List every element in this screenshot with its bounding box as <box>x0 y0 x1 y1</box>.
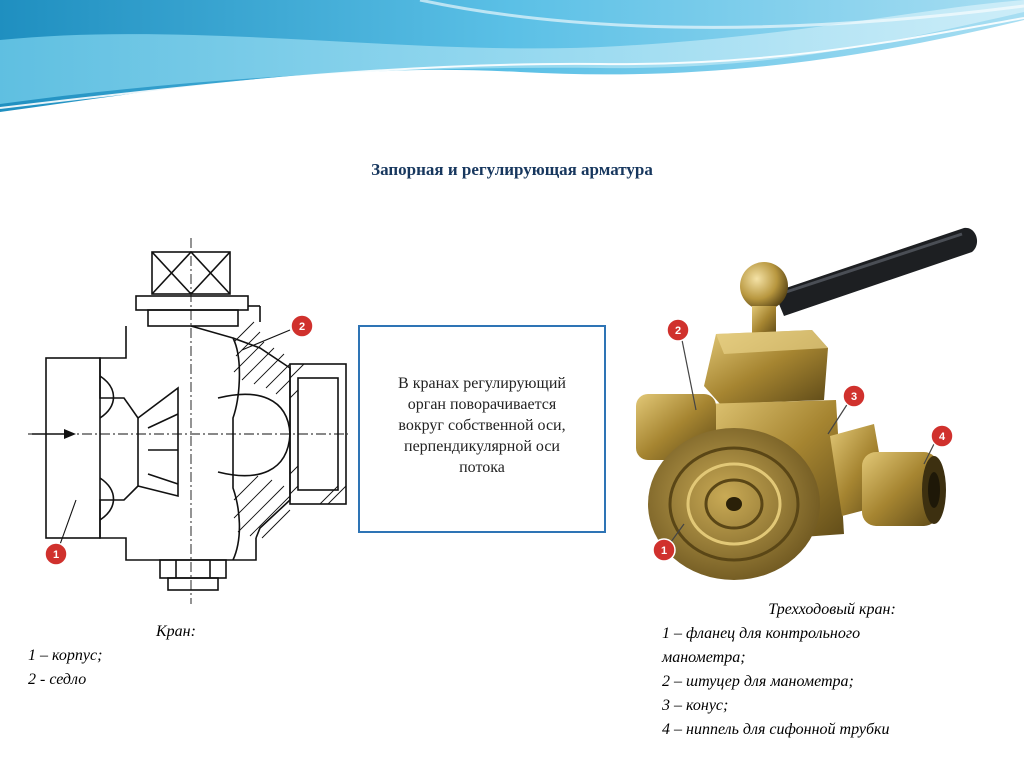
marker-2-right: 2 <box>666 318 690 342</box>
svg-text:1: 1 <box>661 545 667 557</box>
info-line: вокруг собственной оси, <box>398 417 566 434</box>
info-line: орган поворачивается <box>407 396 557 413</box>
marker-3-right: 3 <box>842 384 866 408</box>
marker-1-left: 1 <box>44 542 68 566</box>
svg-text:2: 2 <box>675 325 681 337</box>
marker-2-left: 2 <box>290 314 314 338</box>
svg-text:4: 4 <box>939 431 946 443</box>
info-line: потока <box>459 459 505 476</box>
info-line: В кранах регулирующий <box>398 375 566 392</box>
left-caption-title: Кран: <box>156 623 196 640</box>
marker-4-right: 4 <box>930 424 954 448</box>
right-caption-line: 1 – фланец для контрольного <box>662 625 861 642</box>
svg-text:3: 3 <box>851 391 857 403</box>
slide-title: Запорная и регулирующая арматура <box>371 160 653 179</box>
right-caption-line: 3 – конус; <box>662 697 729 714</box>
right-caption-title: Трехходовый кран: <box>768 601 896 618</box>
left-caption-line: 1 – корпус; <box>28 647 103 664</box>
three-way-valve-image: 2 3 4 1 <box>636 227 978 580</box>
valve-section-drawing: 1 2 <box>28 238 348 604</box>
svg-text:2: 2 <box>299 321 305 333</box>
info-text: В кранах регулирующий орган поворачивает… <box>398 373 566 478</box>
left-caption-line: 2 - седло <box>28 671 87 688</box>
right-caption: Трехходовый кран: 1 – фланец для контрол… <box>662 598 1002 742</box>
right-caption-line: 2 – штуцер для манометра; <box>662 673 854 690</box>
right-caption-line: манометра; <box>662 649 746 666</box>
header-wave-decoration <box>0 0 1024 112</box>
info-box: В кранах регулирующий орган поворачивает… <box>358 325 606 533</box>
info-line: перпендикулярной оси <box>404 438 560 455</box>
marker-1-right: 1 <box>652 538 676 562</box>
right-caption-line: 4 – ниппель для сифонной трубки <box>662 721 890 738</box>
left-caption: Кран: 1 – корпус; 2 - седло <box>28 620 328 692</box>
svg-text:1: 1 <box>53 549 59 561</box>
